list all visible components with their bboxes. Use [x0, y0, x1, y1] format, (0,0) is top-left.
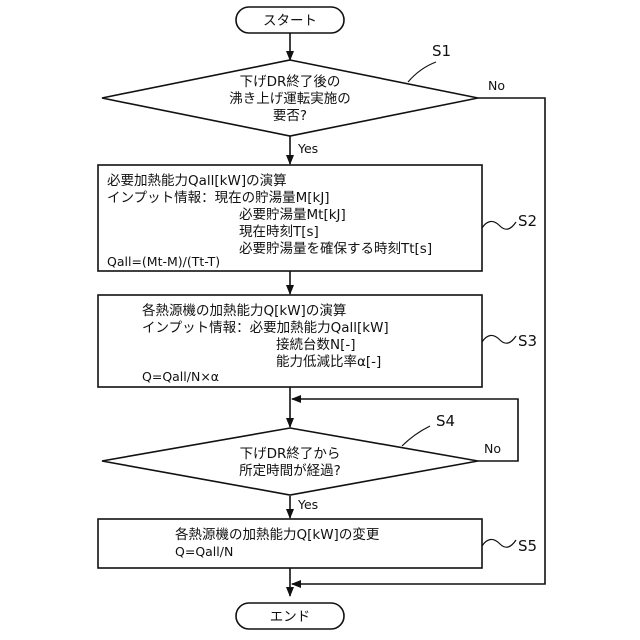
s5-leader-line	[482, 539, 516, 547]
s2-step-label: S2	[518, 212, 537, 230]
s3-text-line-5: Q=Qall/N×α	[142, 369, 219, 384]
s3-text-line-4: 能力低減比率α[-]	[276, 353, 381, 370]
s4-step-label: S4	[436, 412, 455, 430]
s1-text-line-3: 要否?	[273, 108, 307, 124]
s1-yes-label: Yes	[297, 141, 318, 156]
s4-text-line-2: 所定時間が経過?	[239, 463, 341, 479]
s2-text-line-3: 必要貯湯量Mt[kJ]	[239, 206, 346, 223]
s2-text-line-4: 現在時刻T[s]	[239, 224, 319, 240]
s3-step-label: S3	[518, 332, 537, 350]
s5-text-line-1: 各熱源機の加熱能力Q[kW]の変更	[175, 526, 380, 543]
s3-leader-line	[482, 335, 516, 343]
s4-text-line-1: 下げDR終了から	[240, 446, 341, 462]
s5-text-line-2: Q=Qall/N	[175, 544, 233, 559]
s1-text-line-1: 下げDR終了後の	[240, 74, 341, 90]
s1-no-label: No	[488, 78, 505, 93]
end-label: エンド	[270, 609, 311, 625]
s1-step-label: S1	[432, 42, 451, 60]
s2-text-line-2: インプット情報：現在の貯湯量M[kJ]	[107, 189, 330, 206]
s1-leader-line	[408, 62, 436, 82]
s5-step-label: S5	[518, 537, 537, 555]
s4-no-label: No	[484, 441, 501, 456]
s2-leader-line	[482, 221, 516, 229]
s4-leader-line	[402, 426, 430, 446]
s2-text-line-1: 必要加熱能力Qall[kW]の演算	[107, 173, 287, 189]
s4-yes-label: Yes	[297, 497, 318, 512]
s1-text-line-2: 沸き上げ運転実施の	[229, 91, 351, 107]
s2-text-line-5: 必要貯湯量を確保する時刻Tt[s]	[239, 240, 432, 257]
s2-text-line-6: Qall=(Mt-M)/(Tt-T)	[107, 254, 220, 269]
s3-text-line-2: インプット情報：必要加熱能力Qall[kW]	[142, 320, 389, 336]
start-label: スタート	[263, 13, 317, 29]
s3-text-line-1: 各熱源機の加熱能力Q[kW]の演算	[142, 303, 346, 319]
s3-text-line-3: 接続台数N[-]	[276, 336, 356, 353]
